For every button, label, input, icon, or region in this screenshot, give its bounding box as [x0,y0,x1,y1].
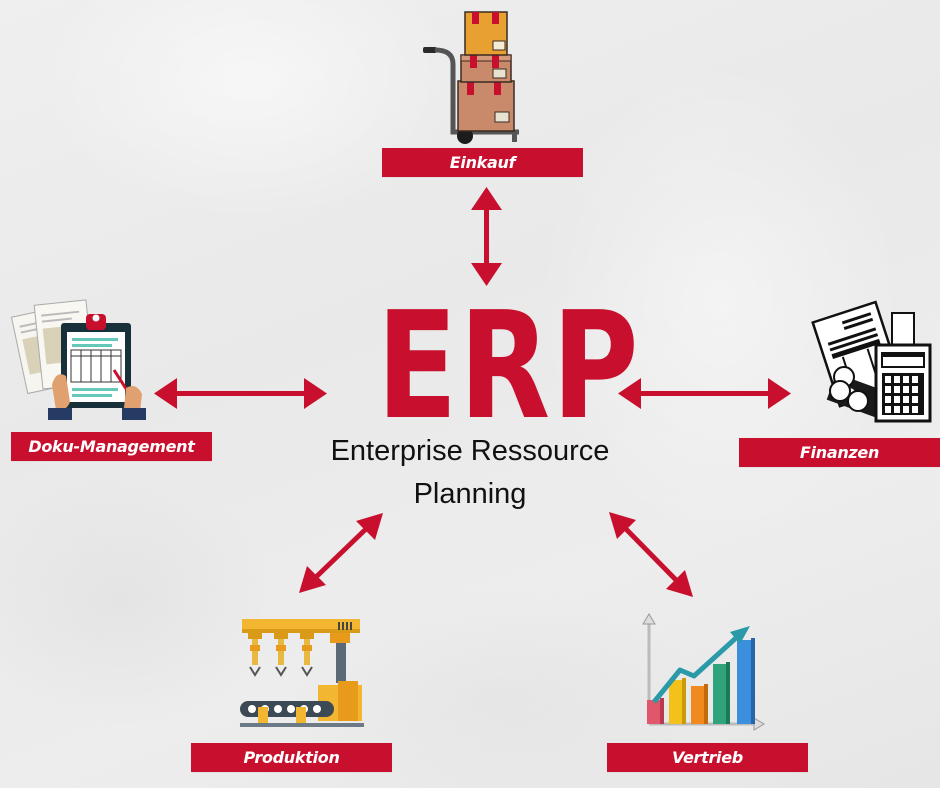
clipboard-documents-icon [10,299,146,420]
erp-acronym: ERP [376,280,641,452]
module-label-vertrieb: Vertrieb [607,743,808,772]
module-label-einkauf: Einkauf [382,148,583,177]
growth-bar-chart-icon [642,613,765,731]
robotic-assembly-line-icon [240,619,364,727]
module-label-finanzen: Finanzen [739,438,940,467]
subtitle-line-2: Planning [413,478,527,510]
subtitle-line-1: Enterprise Ressource [330,435,610,467]
module-label-produktion: Produktion [191,743,392,772]
hand-truck-boxes-icon [423,11,519,144]
invoice-calculator-coins-icon [811,300,932,423]
module-label-doku-management: Doku-Management [11,432,212,461]
